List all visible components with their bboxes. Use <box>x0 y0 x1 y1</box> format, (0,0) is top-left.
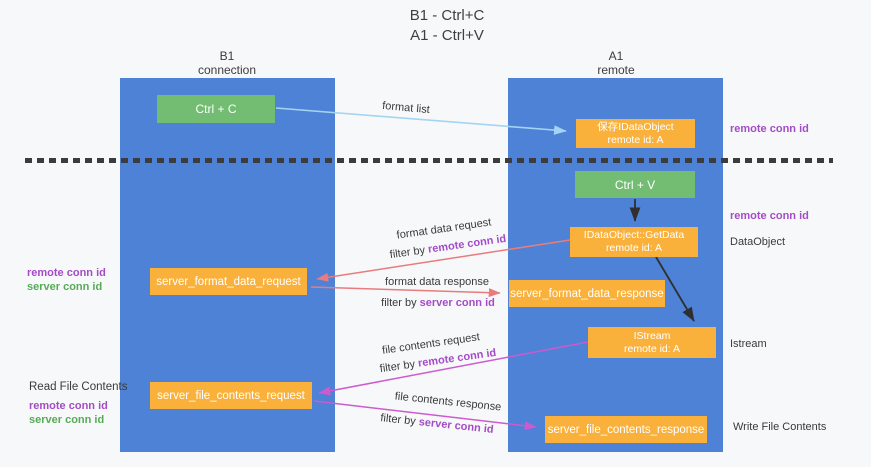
ctrl-c-box: Ctrl + C <box>157 95 275 123</box>
left-server-conn-id-2: server conn id <box>29 414 105 426</box>
ctrl-v-label: Ctrl + V <box>614 177 656 192</box>
server-format-data-response-label: server_format_data_response <box>510 287 664 300</box>
left-column-type: connection <box>197 63 257 77</box>
format-data-response-label: format data response <box>385 276 489 288</box>
ctrl-c-label: Ctrl + C <box>195 102 237 116</box>
title-line-1: B1 - Ctrl+C <box>409 7 485 24</box>
right-remote-conn-id-2: remote conn id <box>730 210 809 222</box>
clipboard-boundary-dashed-line <box>25 158 833 163</box>
istream-line2: remote id: A <box>623 342 681 355</box>
filter-by-text: filter by <box>379 358 416 376</box>
istream-box: IStream remote id: A <box>588 327 716 358</box>
istream-line1: IStream <box>633 329 671 342</box>
left-remote-conn-id-2: remote conn id <box>29 400 108 412</box>
server-file-contents-request-label: server_file_contents_request <box>157 389 305 402</box>
server-format-data-request-label: server_format_data_request <box>156 275 301 288</box>
filter-by-text: filter by <box>381 297 417 309</box>
istream-side-label: Istream <box>730 338 767 350</box>
server-format-data-response-box: server_format_data_response <box>509 280 665 307</box>
save-idataobject-line2: remote id: A <box>607 133 664 146</box>
getdata-line1: IDataObject::GetData <box>583 229 685 241</box>
diagram-title: B1 - Ctrl+C A1 - Ctrl+V <box>410 6 485 46</box>
left-remote-conn-id-1: remote conn id <box>27 267 106 279</box>
format-data-response-filter-label: filter by server conn id <box>381 297 495 309</box>
idataobject-getdata-box: IDataObject::GetData remote id: A <box>570 227 698 257</box>
getdata-line2: remote id: A <box>605 242 663 254</box>
left-server-conn-id-1: server conn id <box>27 281 103 293</box>
right-remote-conn-id-1: remote conn id <box>730 123 809 135</box>
left-column-name: B1 <box>219 49 235 63</box>
filter-by-text: filter by <box>379 412 417 428</box>
left-column-header: B1 connection <box>198 49 256 77</box>
remote-conn-id-key: remote conn id <box>427 232 507 256</box>
server-file-contents-request-box: server_file_contents_request <box>150 382 312 409</box>
dataobject-label: DataObject <box>730 236 786 248</box>
server-conn-id-key: server conn id <box>418 416 495 436</box>
ctrl-v-box: Ctrl + V <box>575 171 695 198</box>
right-column-type: remote <box>597 63 635 77</box>
right-column-name: A1 <box>608 49 624 63</box>
filter-by-text: filter by <box>389 244 426 262</box>
file-contents-response-label: file contents response <box>394 390 502 414</box>
read-file-contents-label: Read File Contents <box>29 381 128 393</box>
server-file-contents-response-label: server_file_contents_response <box>547 423 705 436</box>
save-idataobject-line1: 保存IDataObject <box>597 120 674 133</box>
server-file-contents-response-box: server_file_contents_response <box>545 416 707 443</box>
format-list-label: format list <box>381 99 431 117</box>
right-column-header: A1 remote <box>597 49 634 77</box>
server-conn-id-key: server conn id <box>419 297 495 309</box>
save-idataobject-box: 保存IDataObject remote id: A <box>576 119 695 148</box>
file-contents-response-filter-label: filter by server conn id <box>380 412 494 436</box>
write-file-contents-label: Write File Contents <box>733 421 827 433</box>
server-format-data-request-box: server_format_data_request <box>150 268 307 295</box>
title-line-2: A1 - Ctrl+V <box>410 27 484 44</box>
